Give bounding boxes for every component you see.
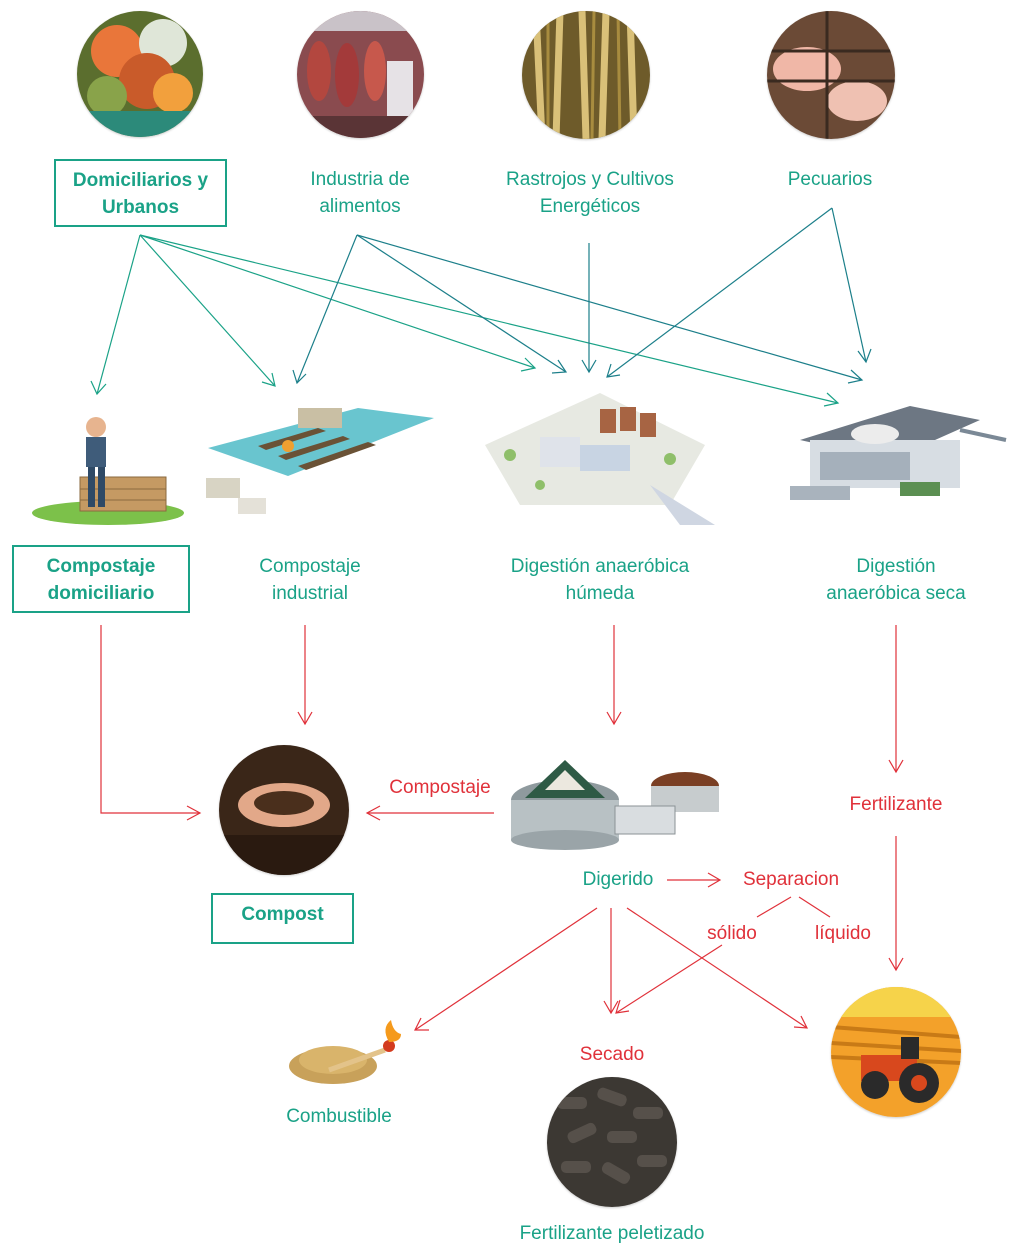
- combustible-label: Combustible: [286, 1106, 392, 1127]
- compostaje-label: Compostaje: [389, 777, 491, 798]
- process-digestion-seca: Digestión anaeróbica seca: [826, 556, 966, 604]
- industrial-composting-illustration: [198, 398, 438, 528]
- tractor-image: [831, 987, 961, 1117]
- process-compostaje-industrial: Compostaje industrial: [259, 556, 361, 604]
- source-industria: Industria de alimentos: [310, 169, 410, 217]
- process-digestion-humeda: Digestión anaeróbica húmeda: [510, 556, 690, 604]
- fertilizante-label: Fertilizante: [849, 794, 943, 815]
- crop-residue-image: [522, 11, 650, 139]
- pellet-fertilizer-image: [547, 1077, 677, 1207]
- wet-digestion-plant-illustration: [480, 385, 715, 533]
- process-compostaje-domiciliario-label: Compostaje domiciliario: [46, 556, 156, 604]
- food-waste-image: [77, 11, 203, 137]
- rastrojos-arrow: [581, 243, 597, 374]
- source-domiciliarios: Domiciliarios y Urbanos: [54, 159, 227, 227]
- digerido-label: Digerido: [582, 869, 654, 890]
- secado-label: Secado: [579, 1044, 645, 1065]
- compost-label: Compost: [241, 904, 324, 925]
- livestock-image: [767, 11, 895, 139]
- meat-industry-image: [297, 11, 424, 138]
- industria-arrows: [292, 234, 864, 385]
- process-compostaje-domiciliario: Compostaje domiciliario: [12, 545, 190, 613]
- pecuarios-arrows: [606, 207, 872, 378]
- fertilizante-peletizado-label: Fertilizante peletizado: [519, 1223, 705, 1244]
- separacion-label: Separacion: [742, 869, 840, 890]
- wood-chips-match-illustration: [285, 1018, 405, 1088]
- solido-label: sólido: [707, 923, 757, 944]
- liquido-label: líquido: [815, 923, 871, 944]
- digester-tank-illustration: [505, 750, 723, 850]
- compost-box: Compost: [211, 893, 354, 944]
- domiciliarios-arrows: [90, 234, 840, 407]
- home-composting-illustration: [30, 405, 186, 525]
- output-arrows: [100, 625, 904, 1031]
- compost-image: [219, 745, 349, 875]
- source-domiciliarios-label: Domiciliarios y Urbanos: [72, 170, 209, 218]
- source-rastrojos: Rastrojos y Cultivos Energéticos: [506, 169, 674, 217]
- source-pecuarios: Pecuarios: [787, 169, 873, 190]
- dry-digestion-plant-illustration: [780, 400, 1008, 522]
